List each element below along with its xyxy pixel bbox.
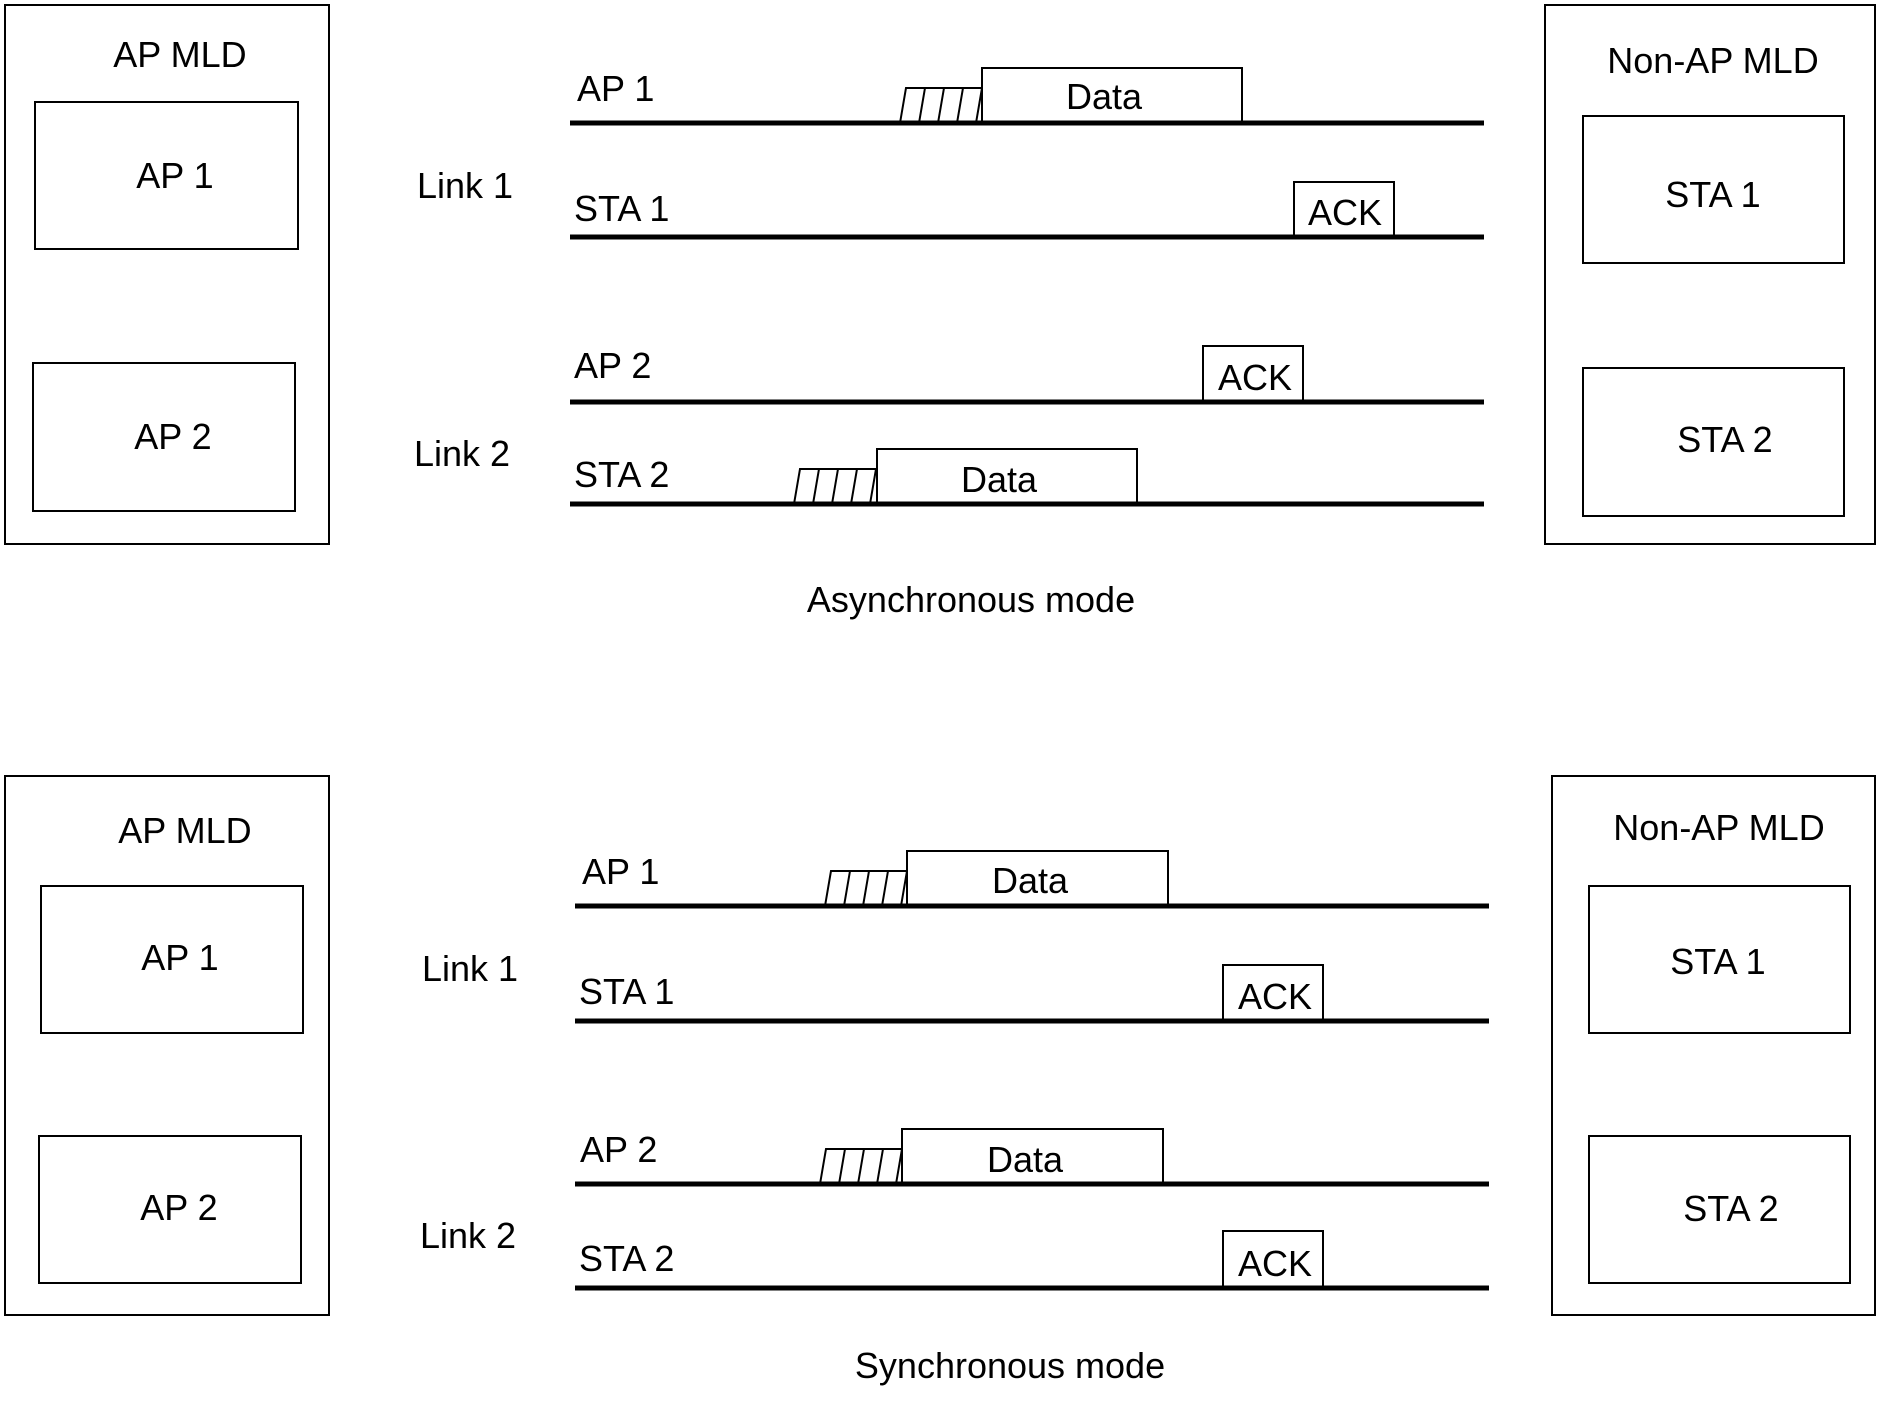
frame-ack xyxy=(1222,1230,1324,1289)
caption-asynchronous: Asynchronous mode xyxy=(807,579,1135,620)
frame-ack-label: ACK xyxy=(1218,357,1292,398)
frame-ack-label: ACK xyxy=(1238,1243,1312,1284)
ap-mld-box xyxy=(4,775,330,1316)
frame-data-label: Data xyxy=(987,1139,1064,1180)
frame-ack-label: ACK xyxy=(1308,192,1382,233)
timeline-sta2-label: STA 2 xyxy=(579,1238,674,1279)
timeline-ap1-label: AP 1 xyxy=(582,851,659,892)
backoff-hatch xyxy=(819,1148,902,1185)
sta1-box xyxy=(1582,115,1845,264)
link2-label: Link 2 xyxy=(420,1215,516,1256)
link1-label: Link 1 xyxy=(422,948,518,989)
link1-label: Link 1 xyxy=(417,165,513,206)
sta1-box-label: STA 1 xyxy=(1670,941,1765,982)
ap2-box xyxy=(32,362,296,512)
ap1-box-label: AP 1 xyxy=(141,937,218,978)
backoff-hatch xyxy=(824,870,907,907)
non-ap-mld-box xyxy=(1544,4,1876,545)
frame-data-label: Data xyxy=(961,459,1038,500)
timeline-sta1-label: STA 1 xyxy=(579,971,674,1012)
ap-mld-title: AP MLD xyxy=(118,810,251,851)
frame-data xyxy=(906,850,1169,907)
sta2-box-label: STA 2 xyxy=(1683,1188,1778,1229)
sta2-box xyxy=(1582,367,1845,517)
timeline-sta2-label: STA 2 xyxy=(574,454,669,495)
frame-ack xyxy=(1202,345,1304,403)
sta1-box-label: STA 1 xyxy=(1665,174,1760,215)
frame-data xyxy=(981,67,1243,124)
timeline-sta1-label: STA 1 xyxy=(574,188,669,229)
frame-ack-label: ACK xyxy=(1238,976,1312,1017)
caption-synchronous: Synchronous mode xyxy=(855,1345,1165,1386)
sta1-box xyxy=(1588,885,1851,1034)
timeline-ap2-label: AP 2 xyxy=(574,345,651,386)
backoff-hatch xyxy=(793,468,877,505)
sta2-box-label: STA 2 xyxy=(1677,419,1772,460)
non-ap-mld-title: Non-AP MLD xyxy=(1613,807,1824,848)
non-ap-mld-box xyxy=(1551,775,1876,1316)
frame-data-label: Data xyxy=(992,860,1069,901)
frame-data-label: Data xyxy=(1066,76,1143,117)
non-ap-mld-title: Non-AP MLD xyxy=(1607,40,1818,81)
ap2-box xyxy=(38,1135,302,1284)
frame-ack xyxy=(1293,181,1395,238)
ap-mld-title: AP MLD xyxy=(113,34,246,75)
link2-label: Link 2 xyxy=(414,433,510,474)
timeline-ap1-label: AP 1 xyxy=(577,68,654,109)
backoff-hatch xyxy=(899,87,982,124)
ap1-box xyxy=(34,101,299,250)
frame-data xyxy=(876,448,1138,505)
ap1-box xyxy=(40,885,304,1034)
ap1-box-label: AP 1 xyxy=(136,155,213,196)
sta2-box xyxy=(1588,1135,1851,1284)
timeline-ap2-label: AP 2 xyxy=(580,1129,657,1170)
ap2-box-label: AP 2 xyxy=(140,1187,217,1228)
frame-ack xyxy=(1222,964,1324,1022)
ap-mld-box xyxy=(4,4,330,545)
frame-data xyxy=(901,1128,1164,1185)
ap2-box-label: AP 2 xyxy=(134,416,211,457)
